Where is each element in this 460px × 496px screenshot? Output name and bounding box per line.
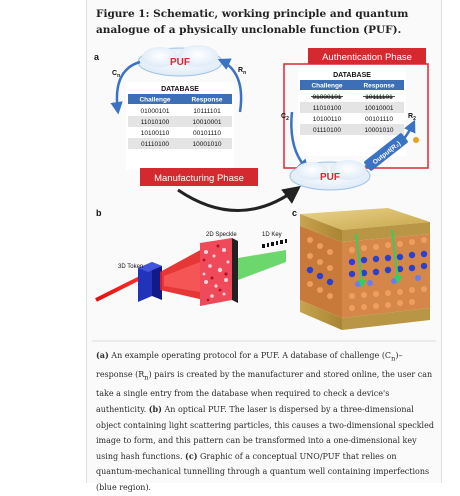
figure-title: Figure 1: Schematic, working principle a…: [96, 8, 409, 36]
manufacturing-header-response: Response: [191, 97, 222, 104]
challenge-arrow: [110, 60, 141, 115]
manufacturing-row-2-challenge: 11010100: [141, 119, 170, 126]
caption-text-a: An example operating protocol for a PUF.…: [108, 351, 392, 360]
manufacturing-challenge-label: Cn: [112, 70, 120, 79]
panel-label-a: a: [94, 52, 100, 62]
authentication-row-2-challenge: 11010100: [313, 105, 342, 112]
authentication-row-1-challenge: 01000101: [313, 94, 342, 101]
manufacturing-phase-label: Manufacturing Phase: [154, 173, 244, 184]
figure-graphic: a PUF Cn Rn DATABASE Challenge Response …: [92, 45, 436, 342]
caption-text-a2: ) pairs is created by the manufacturer a…: [96, 370, 433, 414]
caption-sub-a2: n: [144, 373, 149, 382]
caption-marker-a: (a): [96, 350, 109, 360]
manufacturing-row-4-challenge: 01110100: [141, 141, 169, 148]
authentication-header-response: Response: [363, 83, 394, 90]
optical-puf-diagram: [95, 238, 287, 306]
caption-text-a-mid: )–response (R: [96, 351, 403, 380]
authentication-row-1-response: 10111101: [365, 94, 393, 101]
quantum-puf-graphic: [300, 208, 430, 330]
authentication-puf-label: PUF: [320, 172, 340, 183]
manufacturing-row-3-response: 00101110: [193, 130, 221, 137]
phase-transition-arrow: [177, 185, 301, 212]
authentication-phase-label: Authentication Phase: [322, 52, 412, 63]
caption-sub-a1: n: [391, 354, 396, 363]
output-check-dot: [413, 137, 419, 143]
manufacturing-row-2-response: 10010001: [193, 119, 222, 126]
token-label: 3D Token: [118, 264, 143, 270]
manufacturing-database: DATABASE Challenge Response 01000101 101…: [126, 82, 234, 170]
authentication-phase-banner: [308, 48, 426, 64]
figure-caption: (a) An example operating protocol for a …: [96, 348, 436, 496]
caption-marker-c: (c): [185, 450, 198, 461]
manufacturing-response-label: Rn: [238, 67, 246, 76]
panel-label-b: b: [96, 208, 102, 218]
authentication-database: DATABASE Challenge Response 01000101 101…: [298, 68, 406, 156]
manufacturing-header-challenge: Challenge: [139, 97, 170, 104]
manufacturing-row-1-challenge: 01000101: [141, 108, 170, 115]
authentication-row-3-challenge: 10100110: [313, 116, 342, 123]
manufacturing-puf-label: PUF: [170, 57, 190, 68]
authentication-row-3-response: 00101110: [365, 116, 393, 123]
panel-label-c: c: [292, 208, 297, 218]
manufacturing-row-3-challenge: 10100110: [141, 130, 170, 137]
speckle-label: 2D Speckle: [206, 232, 237, 238]
manufacturing-database-title: DATABASE: [161, 86, 199, 93]
caption-marker-b: (b): [148, 403, 162, 414]
authentication-row-4-response: 10001010: [365, 127, 394, 134]
manufacturing-phase-banner: [140, 168, 258, 186]
key-label: 1D Key: [262, 232, 282, 238]
response-arrow: [217, 58, 243, 113]
authentication-response-label: R2: [408, 113, 416, 122]
authentication-row-4-challenge: 01110100: [313, 127, 341, 134]
manufacturing-row-1-response: 10111101: [193, 108, 221, 115]
manufacturing-puf-cloud: PUF: [137, 45, 223, 77]
caption-text-b: An optical PUF. The laser is dispersed b…: [96, 404, 434, 461]
authentication-row-2-response: 10010001: [365, 105, 394, 112]
authentication-puf-cloud: PUF: [289, 160, 371, 191]
authentication-database-title: DATABASE: [333, 72, 371, 79]
authentication-challenge-label: C2: [281, 113, 289, 122]
manufacturing-row-4-response: 10001010: [193, 141, 222, 148]
authentication-header-challenge: Challenge: [311, 83, 342, 90]
